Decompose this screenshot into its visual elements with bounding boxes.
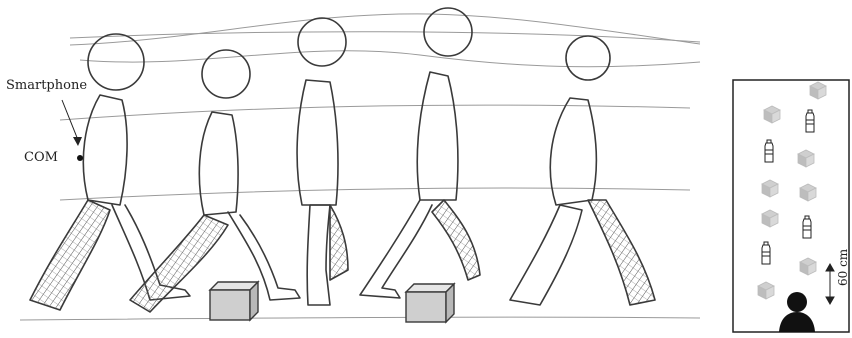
head-trajectory-lines	[20, 14, 700, 320]
walker-figure-5	[510, 36, 655, 305]
smartphone-label: Smartphone	[6, 78, 87, 93]
cube-obstacle-icon	[762, 180, 778, 197]
com-marker	[77, 155, 83, 161]
obstacle-box-1	[210, 282, 258, 320]
cube-obstacle-icon	[800, 184, 816, 201]
com-label: COM	[24, 150, 58, 165]
distance-label: 60 cm	[836, 249, 850, 286]
cube-obstacle-icon	[764, 106, 780, 123]
cube-obstacle-icon	[810, 82, 826, 99]
cube-obstacle-icon	[762, 210, 778, 227]
cube-obstacle-icon	[800, 258, 816, 275]
walker-figure-2	[130, 50, 300, 312]
obstacle-box-2	[406, 284, 454, 322]
cube-obstacle-icon	[798, 150, 814, 167]
cube-obstacle-icon	[758, 282, 774, 299]
walker-figure-3	[297, 18, 348, 305]
smartphone-pointer-arrowhead	[73, 137, 82, 146]
